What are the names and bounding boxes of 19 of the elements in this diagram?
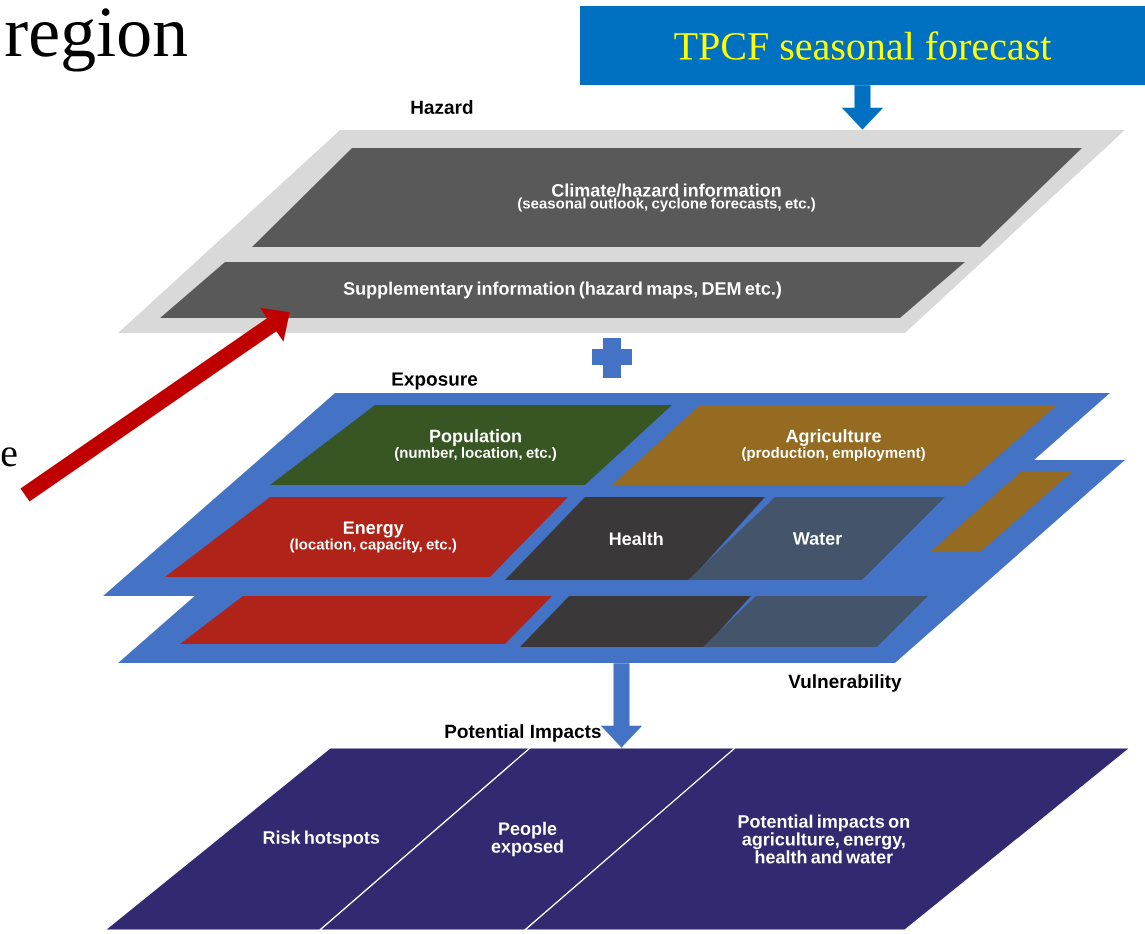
layer-title: Exposure bbox=[389, 370, 480, 392]
category-panel: Water bbox=[688, 497, 945, 580]
layer-title: Vulnerability bbox=[786, 672, 904, 694]
heading-text: region bbox=[5, 8, 188, 72]
layer-title: Potential Impacts bbox=[442, 722, 604, 744]
info-panel: Supplementary information (hazard maps, DEM etc.) bbox=[160, 262, 965, 318]
category-panel: Health bbox=[505, 497, 765, 580]
category-panel: Energy (location, capacity, etc.) bbox=[165, 497, 568, 577]
text-fragment: e bbox=[1, 447, 17, 467]
node-label: Potential impacts on agriculture, energy, health and water bbox=[738, 814, 910, 864]
category-panel bbox=[703, 596, 928, 647]
layer-title: Hazard bbox=[408, 98, 476, 116]
category-panel: Population (number, location, etc.) bbox=[270, 405, 672, 485]
category-panel bbox=[180, 596, 552, 644]
category-panel bbox=[520, 596, 751, 647]
category-panel bbox=[930, 472, 1072, 552]
forecast-banner: TPCF seasonal forecast bbox=[580, 6, 1145, 85]
arrow bbox=[20, 307, 290, 502]
info-panel: Climate/hazard information (seasonal outlook, cyclone forecasts, etc.) bbox=[252, 148, 1082, 247]
